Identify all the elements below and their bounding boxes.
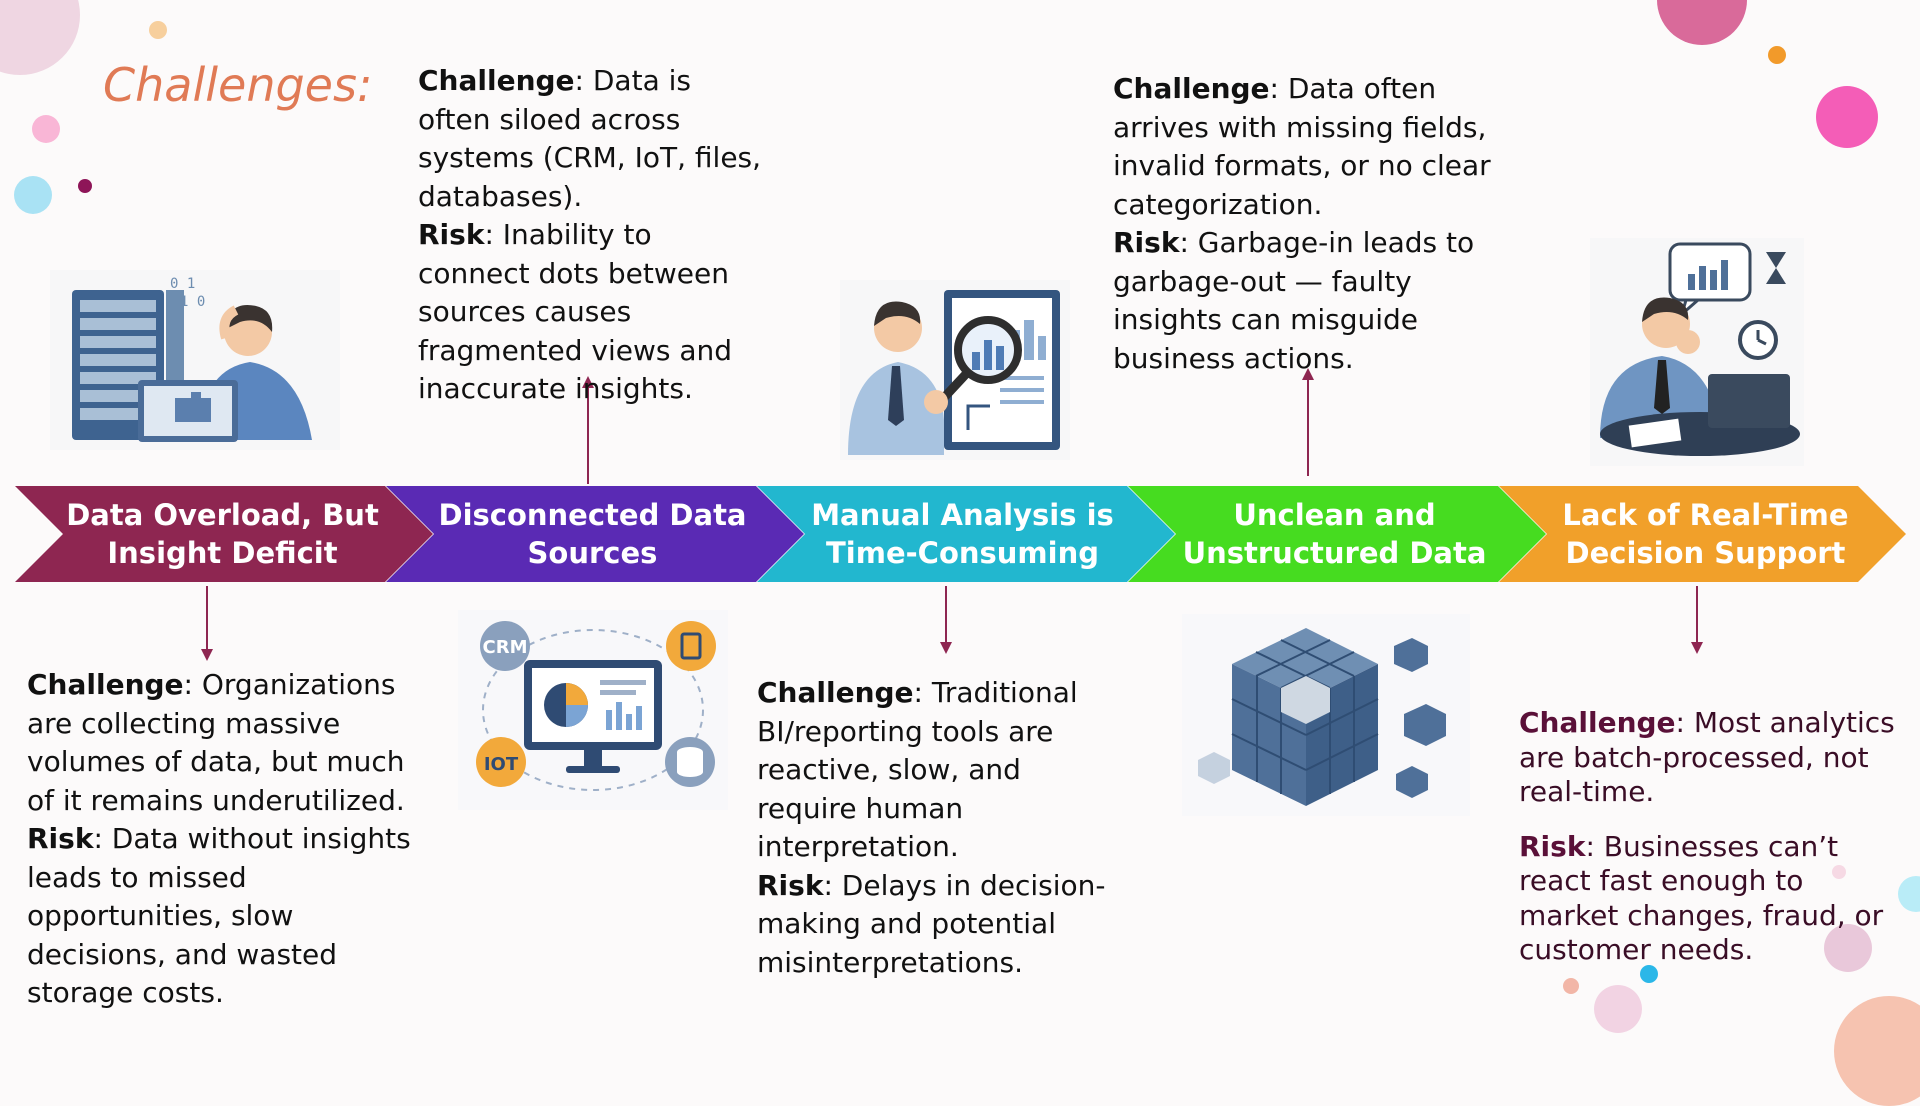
page-title: Challenges: bbox=[103, 58, 373, 112]
card-4-challenge: : Data often arrives with missing fields… bbox=[1113, 72, 1491, 221]
card-5-challenge: : Most analytics are batch-processed, no… bbox=[1519, 706, 1895, 808]
card-5-text: Challenge: Most analytics are batch-proc… bbox=[1519, 706, 1904, 968]
card-2-challenge: : Data is often siloed across systems (C… bbox=[418, 64, 762, 213]
challenge-label: Challenge bbox=[1519, 706, 1676, 739]
step-5-chevron bbox=[1499, 486, 1906, 582]
card-1-text: Challenge: Organizations are collecting … bbox=[27, 666, 427, 1013]
step-3-chevron bbox=[757, 486, 1175, 582]
decor-dot bbox=[1832, 865, 1846, 879]
analyst-magnifier-report-icon bbox=[840, 280, 1070, 460]
decor-dot bbox=[32, 115, 60, 143]
decor-dot bbox=[1816, 86, 1878, 148]
card-3-text: Challenge: Traditional BI/reporting tool… bbox=[757, 674, 1127, 982]
svg-text:1 0: 1 0 bbox=[180, 294, 205, 310]
risk-label: Risk bbox=[418, 218, 485, 251]
step-2-chevron bbox=[386, 486, 804, 582]
decor-dot bbox=[1824, 924, 1872, 972]
decor-dot bbox=[78, 179, 92, 193]
data-sources-monitor-icon: CRM IOT bbox=[458, 610, 728, 810]
decor-dot bbox=[1594, 985, 1642, 1033]
card-1-risk: : Data without insights leads to missed … bbox=[27, 822, 411, 1009]
iot-badge-text: IOT bbox=[484, 754, 519, 775]
card-1-challenge: : Organizations are collecting massive v… bbox=[27, 668, 405, 817]
risk-label: Risk bbox=[757, 868, 824, 902]
decor-dot bbox=[1768, 46, 1786, 64]
challenge-label: Challenge bbox=[27, 668, 184, 701]
svg-text:0 1: 0 1 bbox=[170, 276, 195, 292]
risk-label: Risk bbox=[27, 822, 94, 855]
worried-man-laptop-icon bbox=[1590, 238, 1804, 466]
decor-dot bbox=[149, 21, 167, 39]
decor-dot bbox=[14, 176, 52, 214]
card-2-text: Challenge: Data is often siloed across s… bbox=[418, 62, 763, 409]
card-3-risk: : Delays in decision-making and potentia… bbox=[757, 868, 1106, 979]
data-cube-icon bbox=[1182, 614, 1470, 816]
challenge-label: Challenge bbox=[418, 64, 575, 97]
process-flow bbox=[15, 368, 1906, 661]
stressed-man-server-icon: 0 1 1 0 bbox=[50, 270, 340, 450]
challenge-label: Challenge bbox=[757, 676, 914, 709]
card-3-challenge: : Traditional BI/reporting tools are rea… bbox=[757, 676, 1078, 863]
step-4-chevron bbox=[1128, 486, 1546, 582]
step-1-chevron bbox=[15, 486, 433, 582]
risk-label: Risk bbox=[1113, 226, 1180, 259]
decor-dot bbox=[1640, 965, 1658, 983]
decor-dot bbox=[1563, 978, 1579, 994]
crm-badge-text: CRM bbox=[483, 637, 528, 658]
card-2-risk: : Inability to connect dots between sour… bbox=[418, 218, 733, 405]
card-5-risk: : Businesses can’t react fast enough to … bbox=[1519, 829, 1884, 967]
card-4-text: Challenge: Data often arrives with missi… bbox=[1113, 70, 1513, 378]
risk-label: Risk bbox=[1519, 829, 1586, 863]
challenge-label: Challenge bbox=[1113, 72, 1270, 105]
decor-dot bbox=[1898, 876, 1920, 912]
card-4-risk: : Garbage-in leads to garbage-out — faul… bbox=[1113, 226, 1475, 375]
